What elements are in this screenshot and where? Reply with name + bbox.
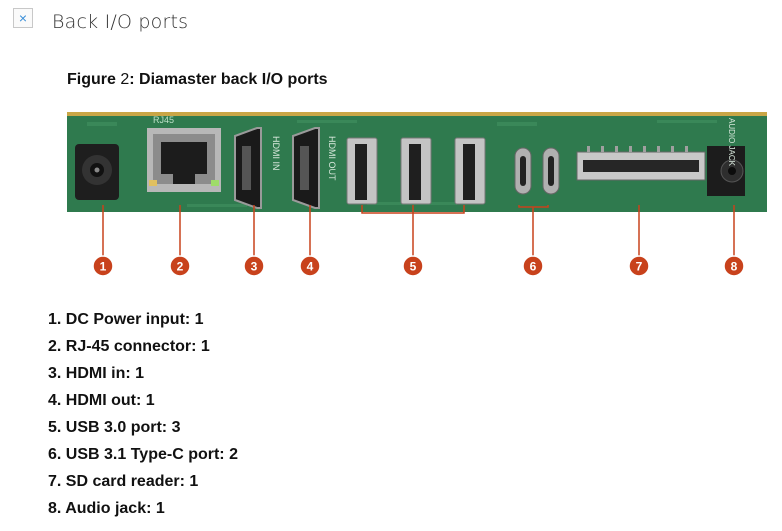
usb3-port-group	[346, 137, 486, 205]
close-icon: ×	[18, 10, 28, 26]
caption-prefix: Figure	[67, 71, 116, 88]
sd-card-reader	[576, 146, 706, 181]
list-item: 1. DC Power input: 1	[48, 311, 204, 328]
svg-text:HDMI IN: HDMI IN	[271, 136, 281, 171]
callout-badge-7: 7	[628, 255, 650, 277]
board-image: RJ45 HDMI IN HDMI OUT	[67, 112, 767, 212]
leader-6	[518, 205, 549, 257]
list-item: 2. RJ-45 connector: 1	[48, 338, 210, 355]
list-item: 4. HDMI out: 1	[48, 392, 155, 409]
callout-number: 1	[100, 260, 107, 274]
callout-badge-4: 4	[299, 255, 321, 277]
port-list: 1. DC Power input: 1 2. RJ-45 connector:…	[48, 306, 238, 522]
callout-layer: 1 2 3 4 5 6 7 8	[92, 205, 745, 277]
svg-text:HDMI OUT: HDMI OUT	[327, 136, 337, 181]
list-item: 5. USB 3.0 port: 3	[48, 419, 181, 436]
hdmi-out-port: HDMI OUT	[292, 127, 337, 209]
svg-text:AUDIO JACK: AUDIO JACK	[727, 118, 736, 167]
callout-badge-2: 2	[169, 255, 191, 277]
svg-text:RJ45: RJ45	[153, 115, 174, 125]
callout-number: 4	[307, 260, 314, 274]
callout-number: 8	[731, 260, 738, 274]
usb-c-port-group	[514, 147, 560, 195]
callout-badge-8: 8	[723, 255, 745, 277]
dc-power-port	[75, 144, 119, 200]
list-item: 3. HDMI in: 1	[48, 365, 145, 382]
close-button[interactable]: ×	[13, 8, 33, 28]
leader-5	[361, 205, 465, 257]
callout-number: 3	[251, 260, 258, 274]
list-item: 8. Audio jack: 1	[48, 500, 165, 517]
figure-caption: Figure 2: Diamaster back I/O ports	[67, 71, 328, 89]
callout-number: 2	[177, 260, 184, 274]
dialog-title: Back I/O ports	[52, 11, 189, 33]
callout-badge-5: 5	[402, 255, 424, 277]
hdmi-in-port: HDMI IN	[234, 127, 281, 209]
callout-badge-6: 6	[522, 255, 544, 277]
callout-badge-3: 3	[243, 255, 265, 277]
callout-number: 6	[530, 260, 537, 274]
rj45-port: RJ45	[147, 115, 221, 192]
list-item: 6. USB 3.1 Type-C port: 2	[48, 446, 238, 463]
callout-number: 7	[636, 260, 643, 274]
caption-number: 2	[120, 71, 130, 88]
caption-text: : Diamaster back I/O ports	[129, 71, 328, 88]
callout-number: 5	[410, 260, 417, 274]
title-bar: × Back I/O ports	[0, 0, 782, 46]
list-item: 7. SD card reader: 1	[48, 473, 199, 490]
audio-jack-port: AUDIO JACK	[707, 118, 745, 196]
callout-badge-1: 1	[92, 255, 114, 277]
